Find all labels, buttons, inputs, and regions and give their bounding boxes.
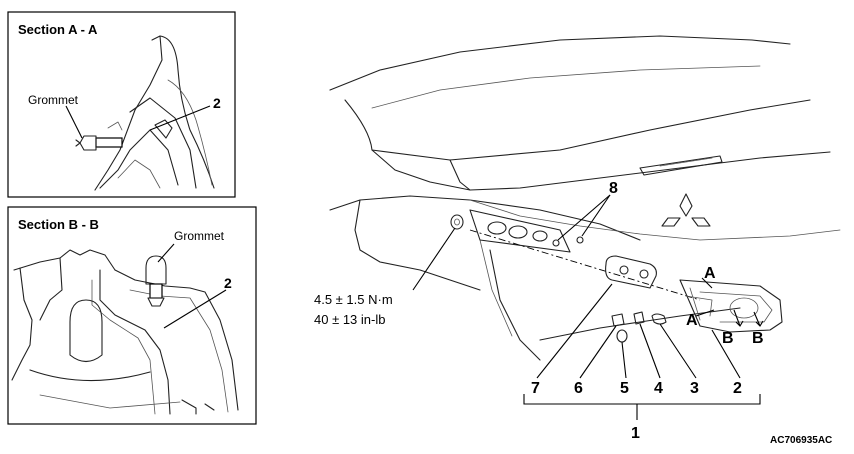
section-bb-part-label: 2 <box>224 275 232 291</box>
section-mark-b-left: B <box>722 330 734 347</box>
torque-value-imperial: 40 ± 13 in-lb <box>314 312 385 327</box>
section-bb-frame <box>7 206 257 425</box>
section-aa-title: Section A - A <box>18 22 98 37</box>
section-aa-frame <box>7 11 236 198</box>
tailgate-assembly-view: A A B B 4.5 ± 1.5 N·m 40 ± 13 in-lb 8 7 … <box>314 35 841 442</box>
section-bb-inset: Section B - B Grommet 2 <box>7 206 257 425</box>
section-aa-inset: Section A - A Grommet 2 <box>7 11 236 198</box>
section-aa-bolt <box>95 137 123 148</box>
section-mark-a-upper: A <box>704 265 716 282</box>
callout-2: 2 <box>733 380 742 397</box>
callout-6: 6 <box>574 380 583 397</box>
callout-1: 1 <box>631 425 640 442</box>
section-bb-title: Section B - B <box>18 217 99 232</box>
mounting-screw <box>450 214 464 230</box>
callout-8: 8 <box>609 180 618 197</box>
callout-5: 5 <box>620 380 629 397</box>
callout-4: 4 <box>654 380 663 397</box>
callout-7: 7 <box>531 380 540 397</box>
section-mark-a-lower: A <box>686 312 698 329</box>
callout-3: 3 <box>690 380 699 397</box>
section-aa-part-label: 2 <box>213 95 221 111</box>
figure-code: AC706935AC <box>770 435 832 446</box>
section-bb-grommet-label: Grommet <box>174 229 225 243</box>
torque-value-metric: 4.5 ± 1.5 N·m <box>314 292 393 307</box>
section-aa-grommet-label: Grommet <box>28 93 79 107</box>
mitsubishi-emblem-icon <box>661 193 711 227</box>
section-mark-b-right: B <box>752 330 764 347</box>
